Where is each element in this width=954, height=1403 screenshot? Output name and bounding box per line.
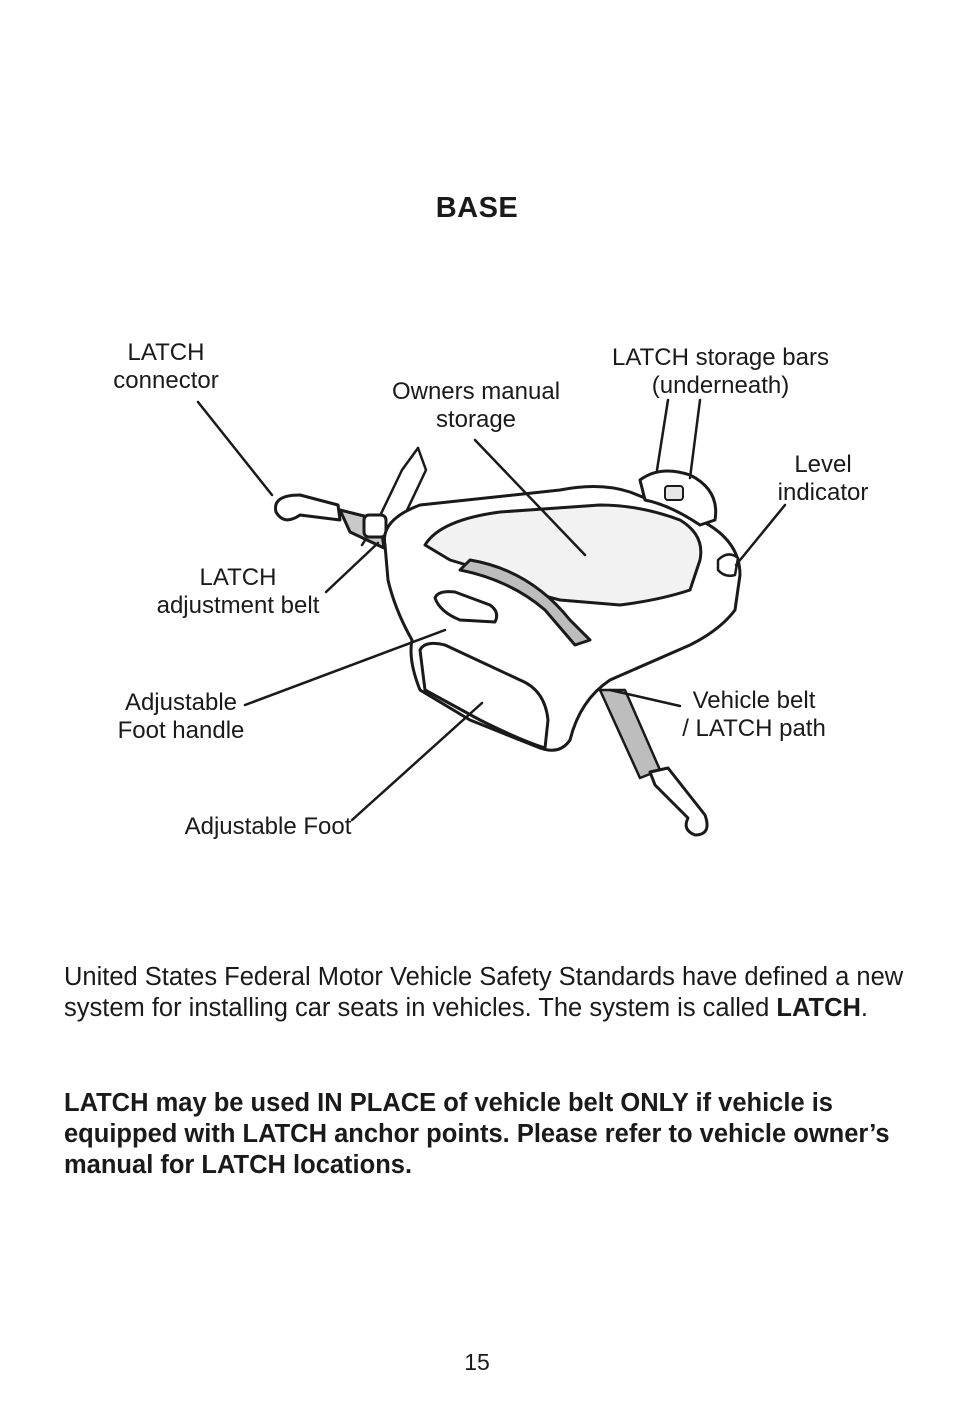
intro-paragraph: United States Federal Motor Vehicle Safe… [64,962,904,1024]
intro-text: United States Federal Motor Vehicle Safe… [64,963,904,1022]
latch-connector-left-hook [274,493,342,522]
label-line: connector [113,367,219,394]
latch-warning-paragraph: LATCH may be used IN PLACE of vehicle be… [64,1089,890,1179]
label-latch-connector: LATCH connector [112,339,220,395]
label-line: / LATCH path [682,715,826,742]
label-line: Vehicle belt [692,687,816,714]
label-line: LATCH storage bars [612,344,829,371]
label-adjustable-foot-handle: Adjustable Foot handle [112,689,250,745]
belt-channel [458,558,592,647]
latch-strap-right [598,688,662,780]
label-owners-manual-storage: Owners manual storage [386,378,566,434]
label-line: indicator [777,479,869,506]
label-line: Foot handle [117,717,245,744]
label-line: adjustment belt [156,592,320,619]
latch-adjuster-buckle [362,513,388,539]
label-line: Owners manual [391,378,561,405]
car-seat-base-diagram [196,398,787,837]
label-line: LATCH [199,564,277,591]
intro-end: . [860,994,868,1022]
label-line: storage [435,406,517,433]
page-number: 15 [464,1349,490,1375]
latch-connector-right-hook [648,766,709,837]
foot-handle [433,590,499,624]
label-vehicle-belt-latch-path: Vehicle belt / LATCH path [678,687,830,743]
label-line: Level [794,451,852,478]
label-latch-adjustment-belt: LATCH adjustment belt [150,564,326,620]
intro-bold-term: LATCH [776,994,861,1022]
label-adjustable-foot: Adjustable Foot [184,813,352,840]
page-title: BASE [435,192,519,224]
label-line: LATCH [127,339,205,366]
label-line: (underneath) [651,372,790,399]
adjustable-foot [418,641,550,750]
label-level-indicator: Level indicator [770,451,876,507]
label-latch-storage-bars: LATCH storage bars (underneath) [608,344,833,400]
label-line: Adjustable [124,689,238,716]
